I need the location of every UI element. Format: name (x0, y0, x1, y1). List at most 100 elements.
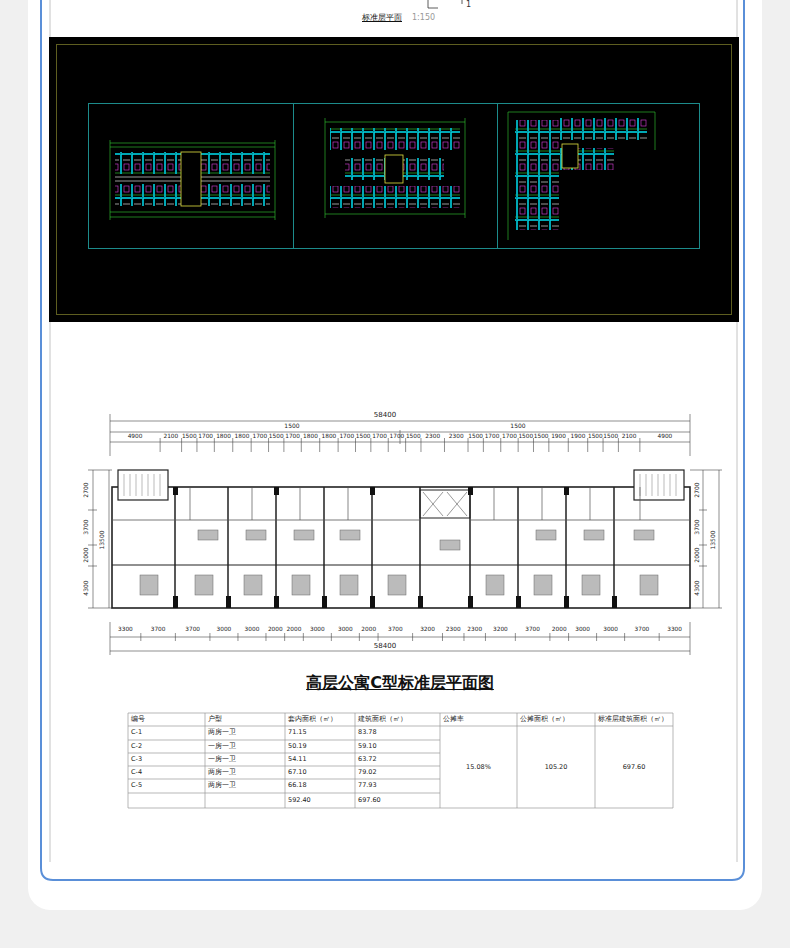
dimension-tick (196, 438, 197, 452)
dimension-text: 1900 (551, 433, 566, 440)
dimension-text: 2000 (268, 626, 283, 633)
dimension-text: 58400 (374, 411, 396, 419)
table-cell: 66.18 (288, 782, 307, 789)
table-cell: C-4 (131, 769, 142, 776)
dimension-tick (214, 438, 215, 452)
dimension-text: 1900 (571, 433, 586, 440)
dimension-text: 3700 (185, 626, 200, 633)
dimension-tick (515, 633, 516, 641)
dimension-tick (624, 633, 625, 641)
dimension-text: 2100 (622, 433, 637, 440)
dimension-text: 2300 (446, 626, 461, 633)
dimension-tick (232, 438, 233, 452)
dimension-text: 1500 (406, 433, 421, 440)
dimension-tick (659, 633, 660, 641)
dimension-text: 1700 (372, 433, 387, 440)
table-header: 公摊面积（㎡） (520, 716, 569, 723)
dimension-text: 3700 (635, 626, 650, 633)
dimension-text: 3300 (118, 626, 133, 633)
dimension-tick (518, 438, 519, 452)
dimension-tick (444, 438, 445, 452)
dimension-text: 1500 (603, 433, 618, 440)
dimension-tick (548, 438, 549, 452)
dimension-tick (237, 633, 238, 641)
dimension-tick (639, 438, 640, 452)
floor-plan (112, 470, 690, 608)
dimension-text: 3000 (245, 626, 260, 633)
dimension-tick (265, 633, 266, 641)
table-cell: 一房一卫 (208, 743, 236, 750)
dimension-tick (283, 438, 284, 452)
table-cell: 67.10 (288, 769, 307, 776)
table-cell: 697.60 (623, 764, 646, 771)
drawing-scale: 1:150 (412, 13, 435, 22)
dimension-text: 2300 (449, 433, 464, 440)
dimension-ticks (141, 438, 659, 641)
table-cell: 一房一卫 (208, 756, 236, 763)
table-cell: 50.19 (288, 743, 307, 750)
dimension-text: 1700 (339, 433, 354, 440)
dimension-text: 3000 (217, 626, 232, 633)
dimension-tick (301, 438, 302, 452)
dimension-text: 3000 (603, 626, 618, 633)
dimension-text: 2000 (361, 626, 376, 633)
dimension-text: 4900 (658, 433, 673, 440)
cad-screenshot (49, 37, 739, 322)
dimension-tick (338, 438, 339, 452)
dimension-tick (500, 438, 501, 452)
dimension-text: 2300 (425, 433, 440, 440)
dimension-tick (370, 438, 371, 452)
dimension-tick (378, 633, 379, 641)
dimension-text: 13500 (99, 530, 106, 549)
dimension-text: 1800 (322, 433, 337, 440)
dimension-text: 2000 (287, 626, 302, 633)
table-header: 建筑面积（㎡） (358, 716, 407, 723)
dimension-text: 2700 (83, 482, 90, 497)
dimension-tick (533, 438, 534, 452)
dimension-text: 1700 (198, 433, 213, 440)
table-cell: 两房一卫 (208, 769, 236, 776)
table-cell: 两房一卫 (208, 782, 236, 789)
dimension-tick (355, 438, 356, 452)
dimension-tick (596, 633, 597, 641)
dimension-tick (468, 438, 469, 452)
table-cell: 71.15 (288, 729, 307, 736)
dimension-tick (568, 633, 569, 641)
dimension-lines (88, 414, 722, 655)
dimension-text: 1500 (468, 433, 483, 440)
table-cell: 79.02 (358, 769, 377, 776)
dimension-text: 1500 (356, 433, 371, 440)
sheet-number: 1 (466, 0, 471, 9)
dimension-text: 4300 (83, 580, 90, 595)
dimension-text: 58400 (374, 642, 396, 650)
dimension-tick (319, 438, 320, 452)
dimension-tick (442, 633, 443, 641)
dimension-tick (483, 438, 484, 452)
dimension-text: 3700 (694, 519, 701, 534)
dimension-tick (140, 633, 141, 641)
dimension-text: 3200 (493, 626, 508, 633)
table-cell: 63.72 (358, 756, 377, 763)
dimension-tick (303, 633, 304, 641)
table-total: 592.40 (288, 797, 311, 804)
dimension-text: 1500 (182, 433, 197, 440)
dimension-tick (463, 633, 464, 641)
dimension-text: 2300 (467, 626, 482, 633)
dimension-text: 1800 (235, 433, 250, 440)
table-cell: 83.78 (358, 729, 377, 736)
dimension-tick (603, 438, 604, 452)
dimension-text: 2000 (694, 547, 701, 562)
table-header: 编号 (131, 716, 145, 723)
dimension-text: 1500 (588, 433, 603, 440)
dimension-text: 1700 (390, 433, 405, 440)
table-cell: C-3 (131, 756, 142, 763)
table-total: 697.60 (358, 797, 381, 804)
dimension-text: 3700 (83, 519, 90, 534)
dimension-text: 1700 (485, 433, 500, 440)
table-cell: 77.93 (358, 782, 377, 789)
dimension-text: 1500 (534, 433, 549, 440)
dimension-text: 1500 (269, 433, 284, 440)
area-table-grid (128, 713, 673, 808)
table-cell: 两房一卫 (208, 729, 236, 736)
